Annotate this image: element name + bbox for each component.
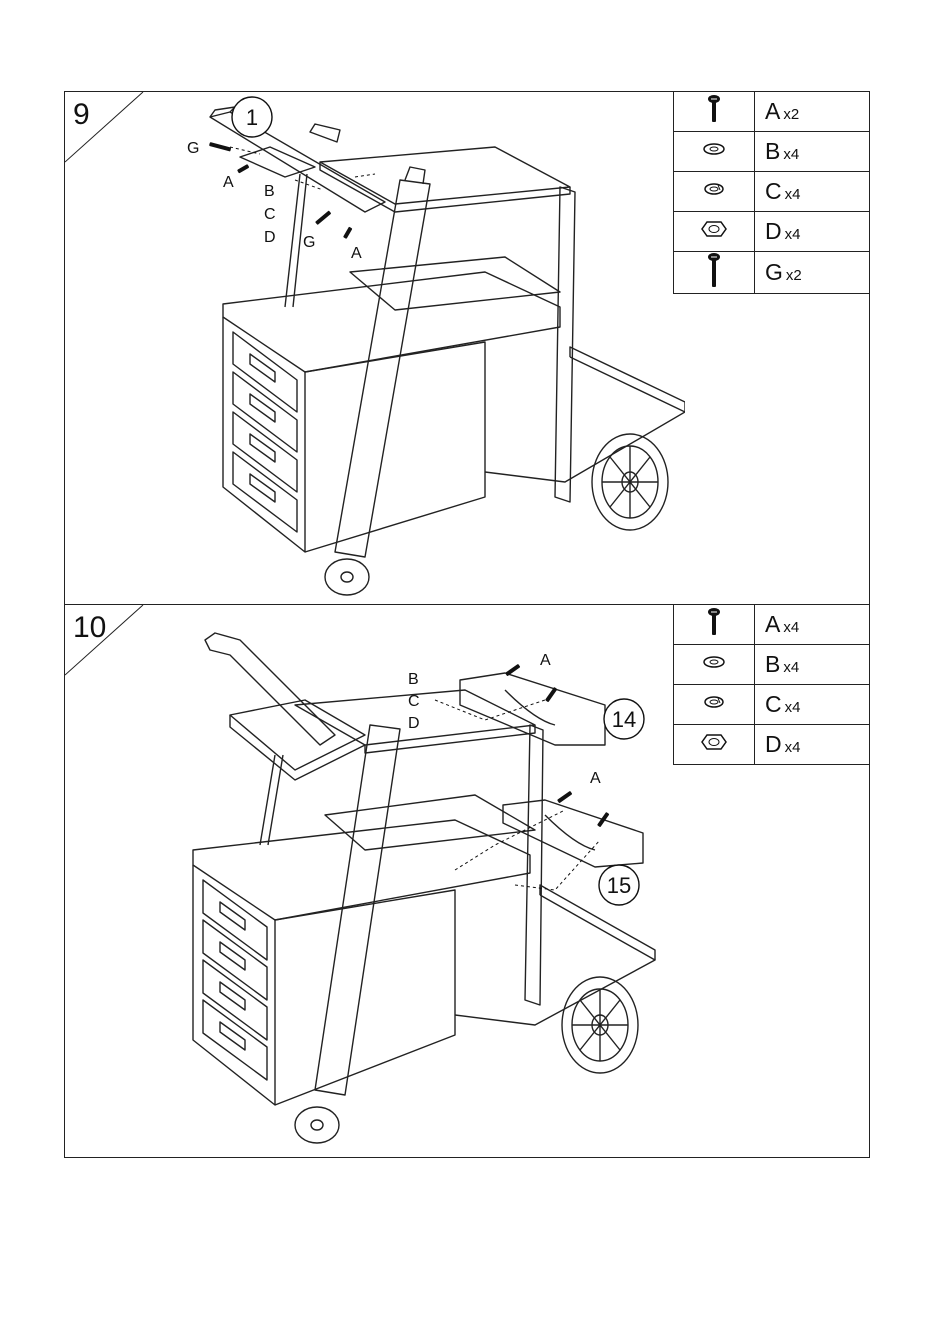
part-qty: x4 [783,146,799,163]
fastener-label: A [223,174,234,191]
part-qty: x4 [785,186,801,203]
screw-icon [674,605,755,645]
fastener-label: A [590,770,601,787]
fastener-label: C [408,693,420,710]
part-qty: x4 [783,619,799,636]
part-callout: 15 [607,873,631,898]
part-qty: x2 [786,267,802,284]
part-letter: C [765,178,782,204]
part-letter: D [765,218,782,244]
cart-assembly-drawing: 14 15 B C D A A [65,605,685,1157]
cart-assembly-drawing: 1 G A B C D G A [65,92,685,604]
fastener-label: G [303,234,315,251]
part-letter: D [765,731,782,757]
spring-washer-icon [674,172,755,212]
fastener-label: C [264,206,276,223]
part-qty: x4 [785,739,801,756]
part-qty: x4 [783,659,799,676]
part-letter: B [765,651,780,677]
part-letter: A [765,611,780,637]
fastener-label: D [408,715,420,732]
part-callout: 14 [612,707,636,732]
part-callout: 1 [246,105,258,130]
fastener-label: D [264,229,276,246]
part-qty: x2 [783,106,799,123]
fastener-label: A [351,245,362,262]
flat-washer-icon [674,132,755,172]
fastener-label: A [540,652,551,669]
part-letter: G [765,259,783,285]
hex-nut-icon [674,212,755,252]
screw-icon [674,92,755,132]
fastener-label: G [187,140,199,157]
hex-nut-icon [674,725,755,765]
spring-washer-icon [674,685,755,725]
flat-washer-icon [674,645,755,685]
part-qty: x4 [785,226,801,243]
part-qty: x4 [785,699,801,716]
part-letter: B [765,138,780,164]
part-letter: A [765,98,780,124]
fastener-label: B [408,671,419,688]
long-bolt-icon [674,252,755,294]
fastener-label: B [264,183,275,200]
part-letter: C [765,691,782,717]
